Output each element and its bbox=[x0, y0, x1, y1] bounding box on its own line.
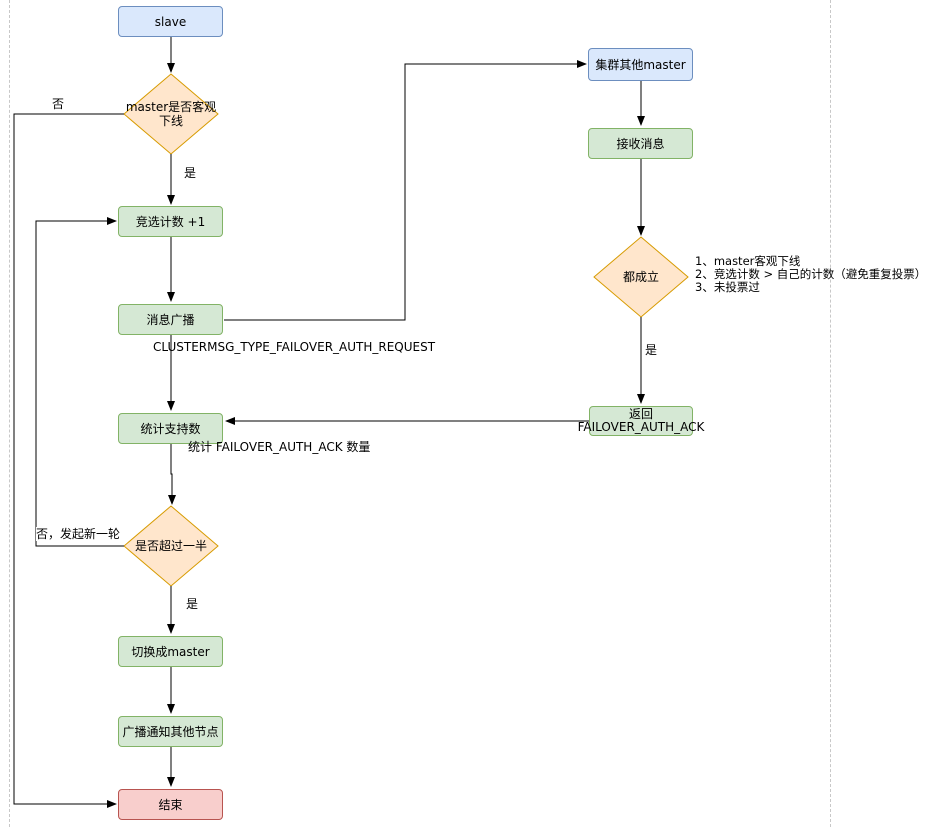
node-return-ack-line2: FAILOVER_AUTH_ACK bbox=[577, 420, 705, 434]
node-slave-label: slave bbox=[154, 14, 187, 29]
node-over-half-label: 是否超过一半 bbox=[134, 539, 207, 553]
edge-label-yes-master-down: 是 bbox=[184, 166, 197, 180]
node-master-down-label: master是否客观 下线 bbox=[125, 100, 217, 128]
edge-count-to-half bbox=[168, 444, 176, 505]
node-vote-increment: 竞选计数 +1 bbox=[118, 206, 223, 237]
node-other-masters-label: 集群其他master bbox=[595, 57, 686, 72]
node-count-support: 统计支持数 bbox=[118, 413, 223, 444]
edge-label-no-new-round: 否，发起新一轮 bbox=[36, 527, 121, 541]
edge-no-new-round bbox=[35, 217, 124, 547]
page-border-left bbox=[9, 0, 10, 827]
edge-label-yes-over-half: 是 bbox=[186, 597, 199, 611]
edge-label-auth-request: CLUSTERMSG_TYPE_FAILOVER_AUTH_REQUEST bbox=[153, 340, 436, 354]
edge-label-no: 否 bbox=[52, 97, 65, 111]
node-broadcast-message: 消息广播 bbox=[118, 304, 223, 335]
node-switch-master-label: 切换成master bbox=[131, 644, 210, 659]
node-count-support-label: 统计支持数 bbox=[140, 421, 201, 436]
node-broadcast-others: 广播通知其他节点 bbox=[118, 716, 223, 747]
node-broadcast-message-label: 消息广播 bbox=[146, 312, 195, 327]
node-return-ack: 返回 FAILOVER_AUTH_ACK bbox=[578, 406, 704, 436]
node-slave: slave bbox=[118, 6, 223, 37]
node-all-true-label: 都成立 bbox=[622, 270, 659, 284]
node-end: 结束 bbox=[118, 789, 223, 820]
node-broadcast-others-label: 广播通知其他节点 bbox=[122, 724, 219, 739]
edge-label-yes-all-true: 是 bbox=[645, 343, 658, 357]
node-vote-increment-label: 竞选计数 +1 bbox=[135, 214, 206, 229]
node-receive-message-label: 接收消息 bbox=[616, 136, 665, 151]
node-return-ack-line1: 返回 bbox=[629, 407, 654, 421]
edge-no-to-end bbox=[13, 113, 124, 808]
page-border-right bbox=[830, 0, 831, 827]
edge-label-count-ack: 统计 FAILOVER_AUTH_ACK 数量 bbox=[188, 440, 371, 454]
node-other-masters: 集群其他master bbox=[588, 48, 693, 81]
node-receive-message: 接收消息 bbox=[588, 128, 693, 159]
node-switch-master: 切换成master bbox=[118, 636, 223, 667]
conditions-note: 1、master客观下线 2、竞选计数 > 自己的计数（避免重复投票） 3、未投… bbox=[695, 254, 927, 294]
node-end-label: 结束 bbox=[158, 797, 183, 812]
edge-request-to-masters bbox=[224, 60, 587, 321]
